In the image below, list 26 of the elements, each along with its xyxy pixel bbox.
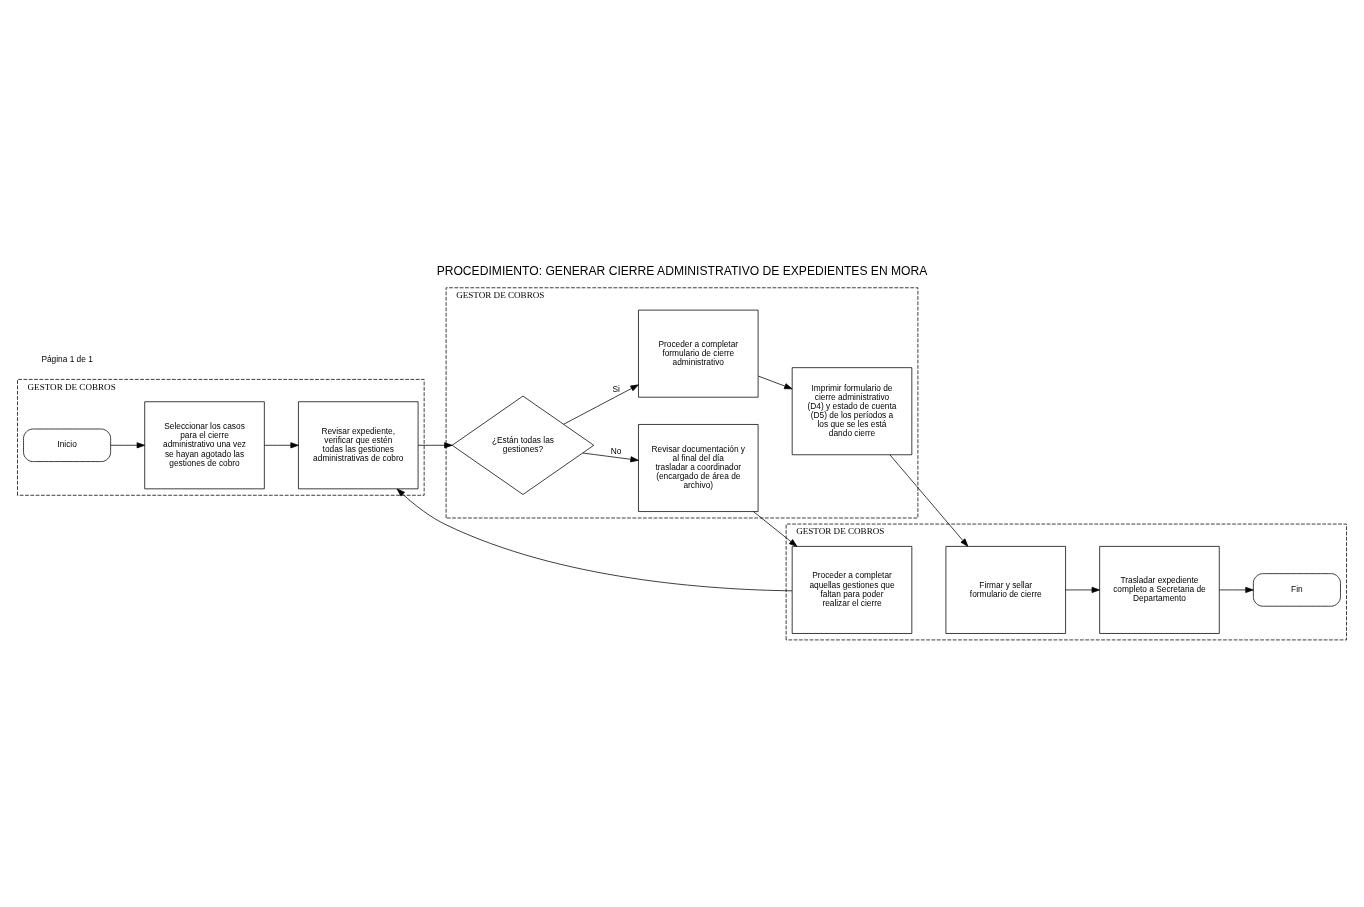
node-box: Seleccionar los casos para el cierre administrativo una vez se hayan agotado las gestiones de cobro [144,400,265,489]
node-box: Imprimir formulario de cierre administrativo (D4) y estado de cuenta (D5) de los períodos a los que se les está dando cierre [791,366,913,455]
arrow [889,454,969,547]
arrow [582,452,639,462]
node-box: Proceder a completar aquellas gestiones que faltan para poder realizar el cierre [791,545,913,634]
node-box: Revisar expediente, verificar que estén todas las gestiones administrativas de cobro [298,400,419,489]
arrow [110,441,146,448]
node-diamond: ¿Están todas las gestiones? [451,395,595,495]
label: Página 1 de 1 [41,353,93,364]
arrow [264,441,299,448]
node-box: Proceder a completar formulario de cierre administrativo [638,309,759,398]
node-box: Inicio [23,428,111,462]
node-box: Revisar documentación y al final del día trasladar a coordinador (encargado de área de archivo) [638,423,759,512]
arrow [563,383,639,425]
edge-label: No [610,445,622,456]
node-box: Firmar y sellar formulario de cierre [945,545,1066,634]
node-box: Trasladar expediente completo a Secretaria de Departamento [1099,545,1220,634]
arrow [396,488,793,591]
node-box: Fin [1253,572,1341,607]
arrow [753,510,798,547]
arrow [1065,586,1100,593]
diagram-title: PROCEDIMIENTO: GENERAR CIERRE ADMINISTRATIVO DE EXPEDIENTES EN MORA [436,263,928,278]
arrow [417,441,453,448]
edge-label: Si [612,383,620,394]
arrow [1219,586,1254,593]
arrow [757,375,793,389]
